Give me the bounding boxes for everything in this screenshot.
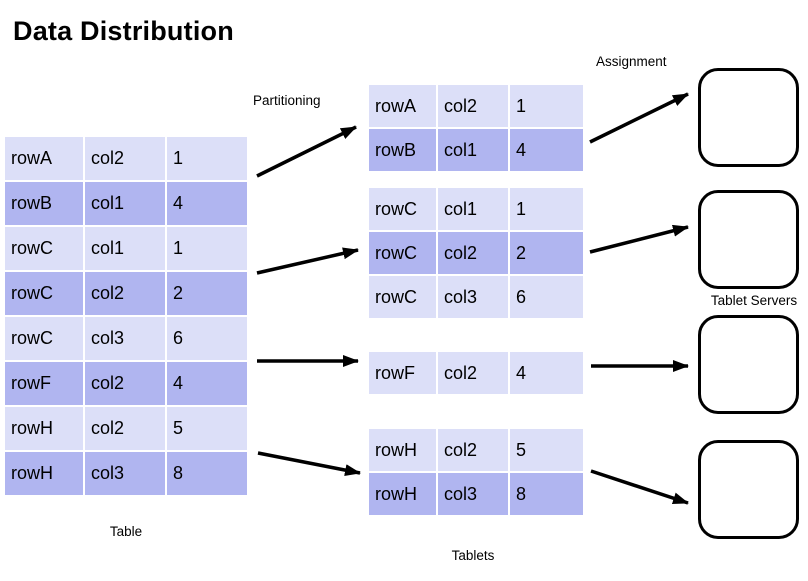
table-cell: rowC xyxy=(369,232,438,276)
table-cell: col2 xyxy=(85,137,167,182)
table-cell: col1 xyxy=(438,188,510,232)
table-cell: 1 xyxy=(167,137,249,182)
table-cell: col2 xyxy=(85,407,167,452)
partitioning-arrow-2 xyxy=(256,247,359,275)
table-cell: 2 xyxy=(167,272,249,317)
tablet-server-box-1 xyxy=(698,68,799,167)
table-cell: col3 xyxy=(438,276,510,320)
table-cell: 8 xyxy=(167,452,249,497)
partitioning-arrow-1 xyxy=(256,125,357,178)
table-cell: 6 xyxy=(167,317,249,362)
table-cell: col1 xyxy=(85,227,167,272)
table-cell: col2 xyxy=(85,272,167,317)
table-cell: 1 xyxy=(510,85,585,129)
table-cell: rowC xyxy=(5,272,85,317)
table-cell: rowB xyxy=(5,182,85,227)
tablet-server-box-2 xyxy=(698,190,799,289)
table-cell: col1 xyxy=(85,182,167,227)
table-cell: col2 xyxy=(85,362,167,407)
table-cell: rowH xyxy=(5,452,85,497)
table-cell: rowC xyxy=(5,227,85,272)
assignment-arrow-2 xyxy=(589,224,689,254)
table-cell: 4 xyxy=(167,182,249,227)
table-cell: 2 xyxy=(510,232,585,276)
partitioning-arrow-4 xyxy=(257,451,361,477)
partitioning-label: Partitioning xyxy=(253,93,321,108)
table-cell: col3 xyxy=(85,317,167,362)
table-caption: Table xyxy=(109,524,143,539)
table-cell: rowB xyxy=(369,129,438,173)
table-cell: rowH xyxy=(369,473,438,517)
tablet-server-box-3 xyxy=(698,315,799,414)
table-cell: 1 xyxy=(510,188,585,232)
table-cell: col3 xyxy=(438,473,510,517)
tablets-caption: Tablets xyxy=(451,548,495,563)
table-cell: 5 xyxy=(167,407,249,452)
table-cell: rowF xyxy=(369,352,438,396)
table-cell: 6 xyxy=(510,276,585,320)
table-cell: rowA xyxy=(5,137,85,182)
table-cell: 4 xyxy=(510,129,585,173)
table-cell: rowH xyxy=(5,407,85,452)
table-cell: col1 xyxy=(438,129,510,173)
table-cell: col2 xyxy=(438,429,510,473)
table-cell: rowA xyxy=(369,85,438,129)
assignment-label: Assignment xyxy=(596,54,667,69)
table-cell: col3 xyxy=(85,452,167,497)
table-cell: col2 xyxy=(438,352,510,396)
table-cell: rowC xyxy=(5,317,85,362)
table-cell: 1 xyxy=(167,227,249,272)
assignment-arrow-1 xyxy=(589,92,689,144)
table-cell: 4 xyxy=(510,352,585,396)
page-title: Data Distribution xyxy=(13,16,234,46)
table-cell: rowC xyxy=(369,276,438,320)
table-cell: col2 xyxy=(438,232,510,276)
table-cell: 4 xyxy=(167,362,249,407)
assignment-arrow-4 xyxy=(590,469,689,505)
table-cell: 8 xyxy=(510,473,585,517)
tablet-servers-caption: Tablet Servers xyxy=(710,293,798,308)
tablet-server-box-4 xyxy=(698,440,799,539)
table-cell: rowF xyxy=(5,362,85,407)
table-cell: rowC xyxy=(369,188,438,232)
table-cell: col2 xyxy=(438,85,510,129)
table-cell: 5 xyxy=(510,429,585,473)
table-cell: rowH xyxy=(369,429,438,473)
